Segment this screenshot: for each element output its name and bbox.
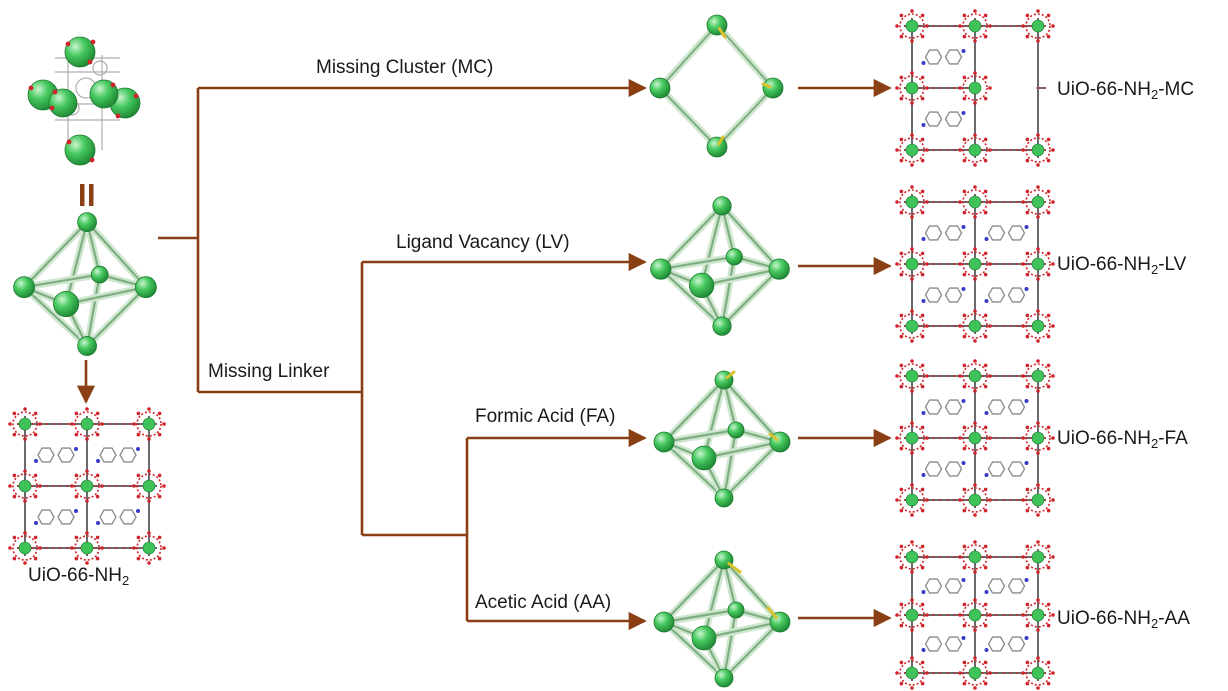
- zr-node-bot: [714, 668, 734, 688]
- product-label-lv: UiO-66-NH2-LV: [1057, 254, 1187, 277]
- zr-node-right: [768, 258, 790, 280]
- product-label-mc: UiO-66-NH2-MC: [1057, 79, 1195, 102]
- zr-node-left: [13, 276, 36, 299]
- zr-node-bot: [714, 488, 734, 508]
- zr-node-back: [725, 248, 743, 266]
- zr-node-right: [134, 276, 157, 299]
- zr-node-2: [706, 136, 728, 158]
- lattice-lv: [895, 185, 1055, 343]
- zr-node-bot: [712, 316, 732, 336]
- zr-node-front: [689, 272, 715, 299]
- ligand-tag: [717, 27, 727, 39]
- product-label-aa: UiO-66-NH2-AA: [1057, 608, 1190, 631]
- formic-acid-label: Formic Acid (FA): [475, 406, 616, 427]
- missing-linker-label: Missing Linker: [208, 361, 330, 382]
- octahedra-group: [13, 14, 791, 688]
- zr-node-top: [712, 196, 732, 216]
- ligand-vacancy-label: Ligand Vacancy (LV): [396, 232, 570, 253]
- zr-node-1: [762, 77, 784, 99]
- product-label-fa: UiO-66-NH2-FA: [1057, 428, 1188, 451]
- lattice-mc: [895, 9, 1055, 167]
- zr-node-0: [706, 14, 728, 36]
- ligand-tag: [727, 562, 742, 574]
- zr-node-back: [727, 421, 745, 439]
- ligand-tag: [768, 432, 779, 442]
- product-label-base: UiO-66-NH2: [28, 565, 130, 588]
- ligand-tag: [761, 82, 772, 89]
- lattice-aa: [895, 540, 1055, 690]
- zr-node-top: [77, 212, 97, 232]
- octahedron-aa: [653, 550, 791, 688]
- lattice-pristine: [8, 407, 166, 565]
- zr-node-front: [691, 625, 717, 651]
- acetic-acid-label: Acetic Acid (AA): [475, 592, 612, 613]
- equals-sign: [80, 184, 94, 206]
- zr-node-3: [649, 77, 671, 99]
- missing-cluster-label: Missing Cluster (MC): [316, 57, 494, 78]
- octahedron-pristine: [13, 212, 157, 356]
- square-mc: [649, 14, 784, 158]
- zr-node-back: [727, 601, 745, 619]
- zr-node-front: [53, 290, 80, 317]
- zr-node-bot: [77, 336, 97, 356]
- lattice-fa: [895, 359, 1055, 517]
- zr-node-left: [653, 611, 675, 633]
- ligand-tag: [766, 606, 778, 620]
- ligand-tag: [717, 135, 725, 146]
- octahedron-fa: [653, 370, 791, 508]
- zr-node-left: [650, 258, 672, 280]
- lattice-group: [8, 9, 1055, 690]
- zr-node-left: [653, 431, 675, 453]
- ligand-tag: [725, 370, 736, 380]
- zr6-cluster-model: [27, 36, 141, 166]
- connector-tree: [76, 78, 892, 631]
- zr-node-front: [691, 445, 717, 471]
- octahedron-lv: [650, 196, 790, 336]
- zr-node-back: [90, 265, 109, 284]
